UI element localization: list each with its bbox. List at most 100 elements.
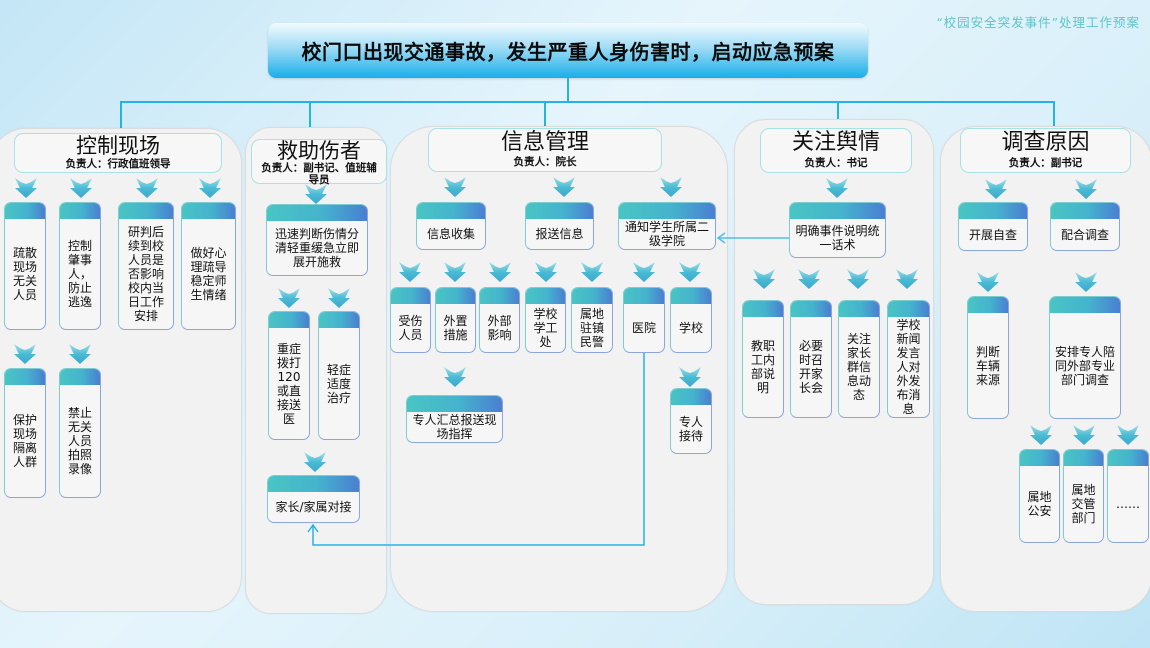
arrow-down-icon (660, 177, 682, 197)
node-cap (526, 203, 593, 219)
arrow-down-icon (535, 262, 557, 282)
node-cap (888, 301, 929, 317)
node-staff-briefing: 教职工内部说明 (742, 300, 784, 418)
node-injured-persons: 受伤人员 (390, 287, 431, 353)
panel-owner: 负责人：副书记 (1008, 157, 1083, 169)
node-cap (1108, 450, 1148, 466)
node-local-traffic-dept: 属地交管部门 (1063, 449, 1104, 543)
node-vehicle-source: 判断车辆来源 (967, 296, 1009, 419)
arrow-down-icon (199, 178, 221, 198)
node-cap (391, 288, 430, 304)
node-cap (268, 476, 359, 492)
node-self-inspection: 开展自查 (958, 202, 1028, 251)
node-text: 必要时召开家长会 (798, 339, 823, 395)
node-hospital: 医院 (623, 287, 665, 353)
node-cap (5, 203, 45, 219)
arrow-down-icon (985, 179, 1007, 199)
node-text: 明确事件说明统一话术 (795, 224, 880, 252)
node-parent-meeting: 必要时召开家长会 (790, 300, 832, 418)
node-cap (791, 301, 831, 317)
panel-owner: 负责人：行政值班领导 (65, 158, 171, 170)
panel-title: 关注舆情 (791, 130, 880, 155)
node-text: 信息收集 (426, 227, 475, 241)
node-severe-call-120: 重症拨打120或直接送医 (268, 311, 310, 440)
node-external-impact: 外部影响 (479, 287, 520, 353)
panel-investigate-cause-header: 调查原因 负责人：副书记 (960, 128, 1131, 173)
node-text: 禁止无关人员拍照录像 (67, 406, 92, 476)
panel-owner: 负责人：书记 (804, 157, 868, 169)
node-assess-injury: 迅速判断伤情分清轻重缓急立即展开施救 (266, 204, 368, 276)
arrow-down-icon (304, 452, 326, 472)
branch-connector-info (544, 101, 546, 136)
panel-owner: 负责人：副书记、值班辅导员 (261, 162, 377, 186)
node-text: 疏散现场无关人员 (12, 246, 37, 302)
node-text: 学校新闻发言人对外发布消息 (896, 318, 921, 416)
branch-connector-opinion (837, 101, 839, 127)
node-control-perpetrator: 控制肇事人，防止逃逸 (59, 202, 101, 330)
arrow-down-icon (896, 269, 918, 289)
arrow-down-icon (399, 262, 421, 282)
node-cap (269, 312, 309, 328)
arrow-down-icon (69, 344, 91, 364)
node-cap (968, 297, 1008, 313)
node-info-collect: 信息收集 (416, 202, 486, 250)
node-school: 学校 (670, 287, 712, 353)
node-text: 受伤人员 (398, 314, 423, 342)
node-cap (480, 288, 519, 304)
arrow-down-icon (847, 269, 869, 289)
node-cooperate-investigation: 配合调查 (1050, 202, 1120, 251)
node-more-ellipsis: …… (1107, 449, 1149, 543)
node-reception: 专人接待 (670, 388, 712, 454)
node-text: 控制肇事人，防止逃逸 (67, 239, 92, 309)
node-text: 通知学生所属二级学院 (624, 220, 709, 248)
node-monitor-parent-groups: 关注家长群信息动态 (838, 300, 880, 418)
node-text: 医院 (631, 321, 656, 335)
node-cap (671, 389, 711, 405)
arrowhead-up-icon (307, 523, 319, 533)
node-minor-treatment: 轻症适度治疗 (318, 311, 360, 440)
node-cap (959, 203, 1027, 219)
node-text: 判断车辆来源 (975, 344, 1000, 387)
node-unified-statement: 明确事件说明统一话术 (789, 202, 886, 258)
node-text: 研判后续到校人员是否影响校内当日工作安排 (127, 225, 164, 323)
node-text: 报送信息 (535, 227, 584, 241)
node-cap (671, 288, 711, 304)
node-cap (436, 288, 475, 304)
node-escort-external-dept: 安排专人陪同外部专业部门调查 (1049, 296, 1121, 419)
node-spokesperson: 学校新闻发言人对外发布消息 (887, 300, 930, 418)
node-cap (60, 369, 100, 385)
node-local-police: 属地驻镇民警 (571, 287, 613, 353)
branch-connector-control (120, 101, 122, 136)
node-evacuate: 疏散现场无关人员 (4, 202, 46, 330)
main-title-text: 校门口出现交通事故，发生严重人身伤害时，启动应急预案 (301, 40, 835, 64)
arrow-down-icon (1030, 425, 1052, 445)
node-text: …… (1116, 497, 1140, 511)
node-cap (839, 301, 879, 317)
node-cap (119, 203, 173, 219)
node-text: 做好心理疏导稳定师生情绪 (190, 246, 227, 302)
node-text: 轻症适度治疗 (326, 362, 351, 405)
node-report-info: 报送信息 (525, 202, 594, 250)
arrow-down-icon (70, 178, 92, 198)
node-text: 教职工内部说明 (750, 339, 775, 395)
node-text: 专人汇总报送现场指挥 (412, 413, 497, 441)
node-cap (1051, 203, 1119, 219)
node-summary-report: 专人汇总报送现场指挥 (406, 395, 503, 443)
document-subtitle: “校园安全突发事件”处理工作预案 (936, 15, 1140, 30)
node-cap (417, 203, 485, 219)
node-text: 配合调查 (1060, 227, 1109, 242)
node-assess-arrivals: 研判后续到校人员是否影响校内当日工作安排 (118, 202, 174, 330)
node-cap (572, 288, 612, 304)
branch-connector-rescue (309, 101, 311, 136)
arrow-down-icon (1075, 179, 1097, 199)
panel-public-opinion-header: 关注舆情 负责人：书记 (760, 128, 912, 173)
panel-title: 调查原因 (1001, 130, 1090, 155)
arrow-down-icon (581, 262, 603, 282)
node-text: 属地交管部门 (1071, 483, 1096, 525)
connector-hospital-to-family (312, 353, 645, 546)
node-cap (1020, 450, 1059, 466)
node-text: 迅速判断伤情分清轻重缓急立即展开施救 (274, 227, 359, 269)
arrow-down-icon (977, 272, 999, 292)
arrow-down-icon (1117, 425, 1139, 445)
